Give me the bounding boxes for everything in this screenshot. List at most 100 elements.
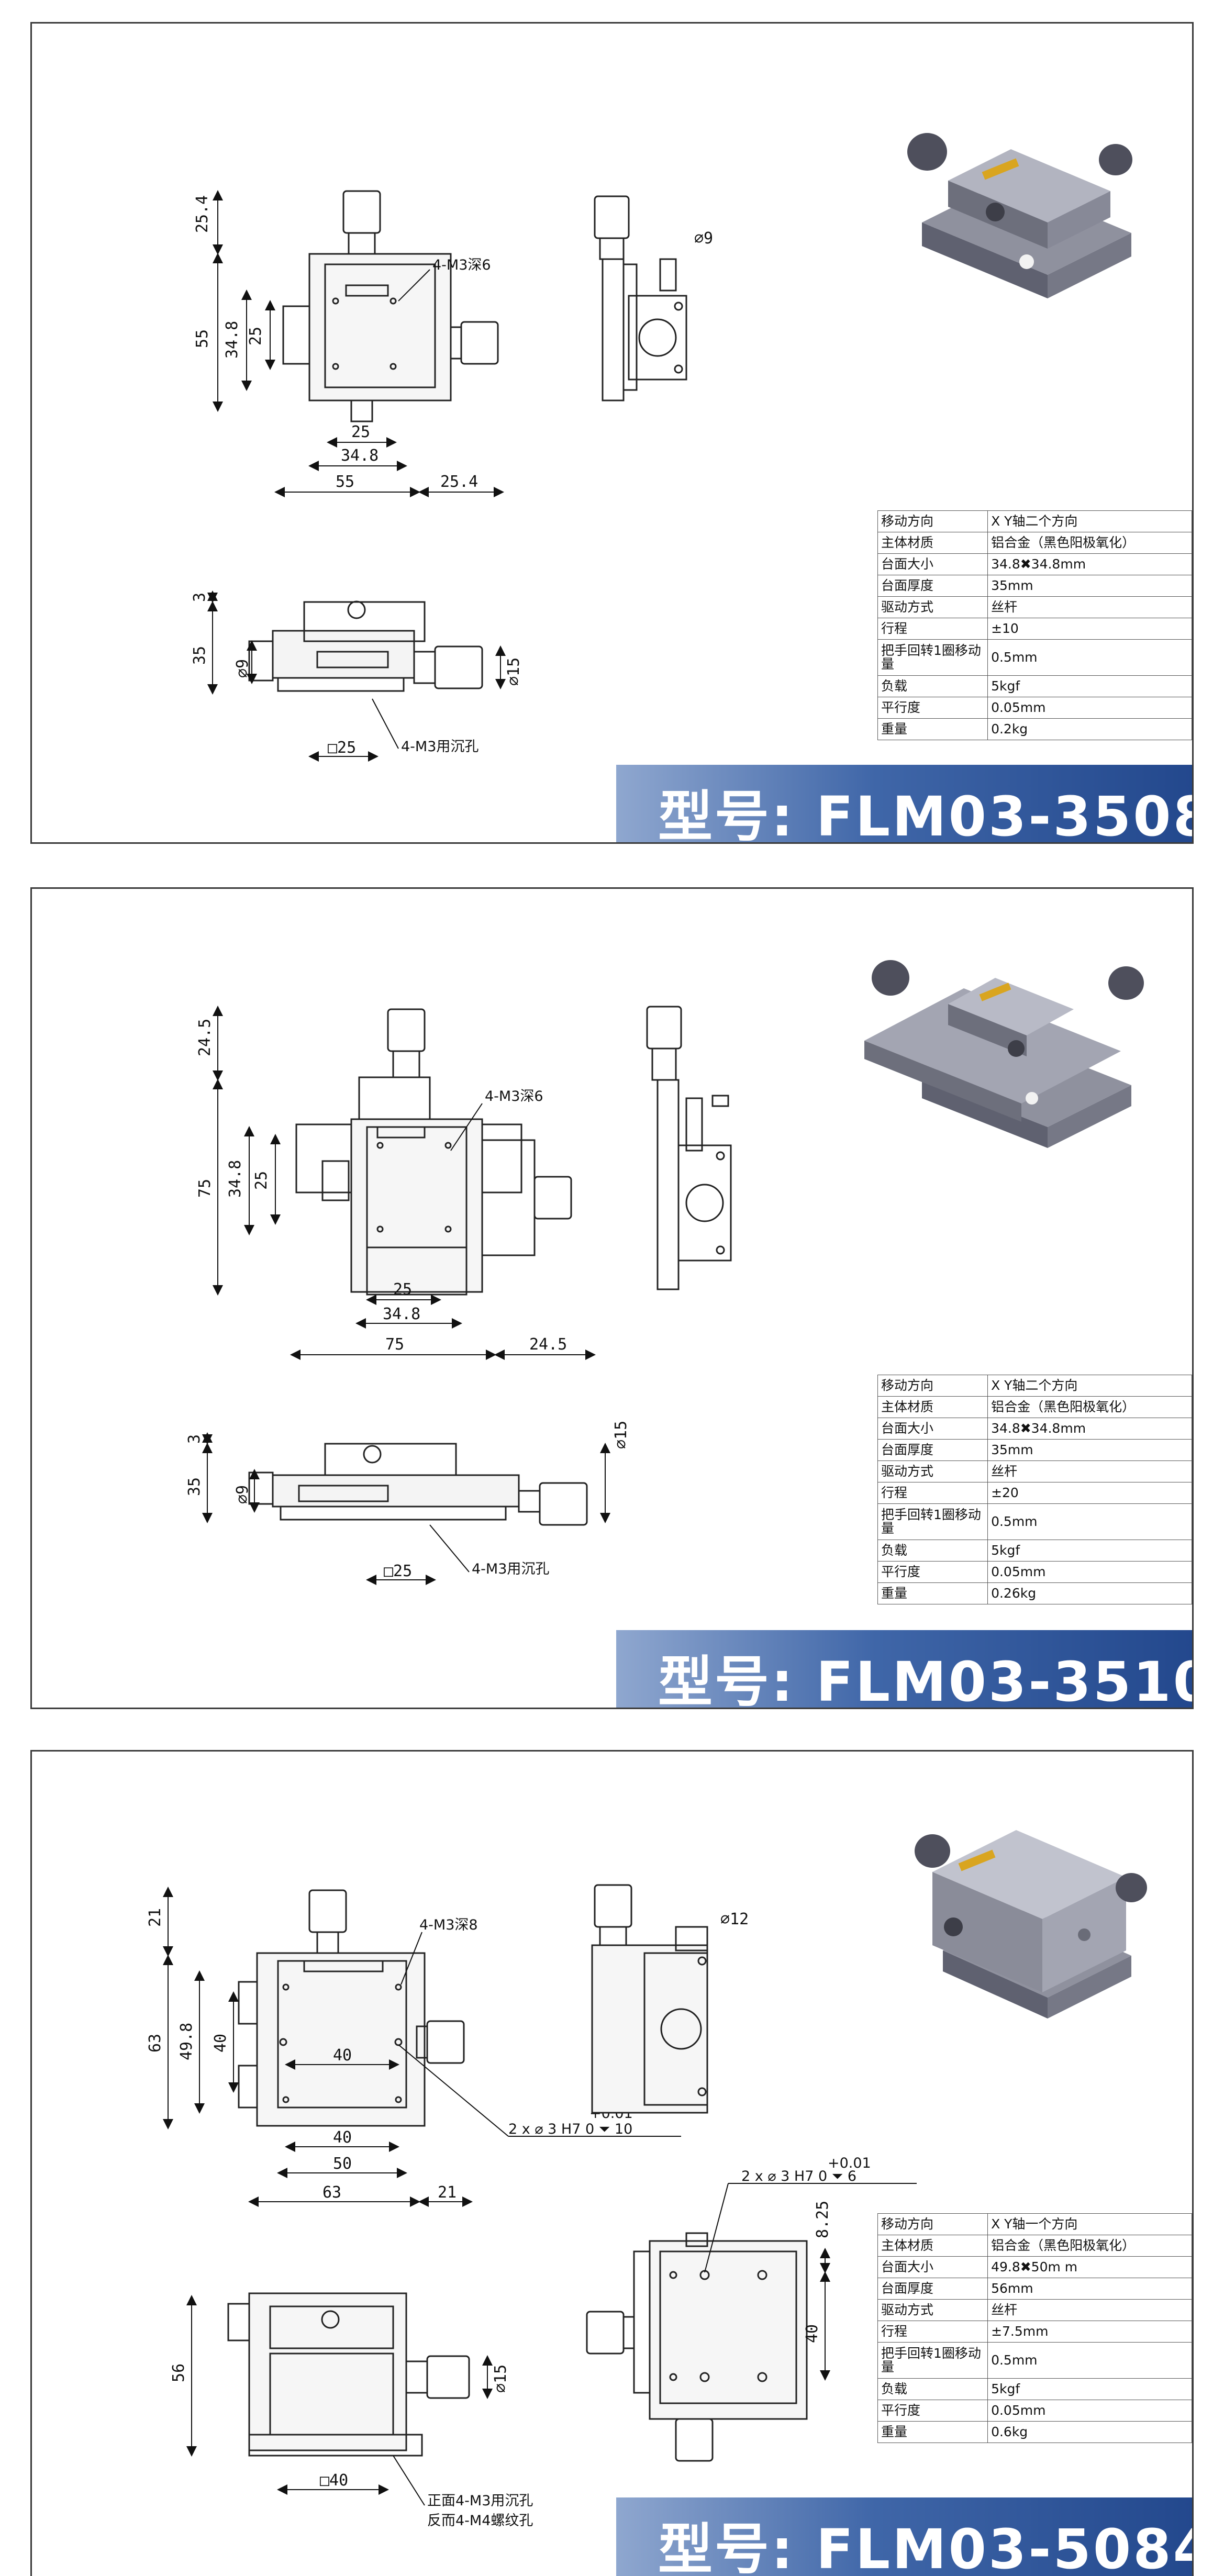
dim-square: □25 (328, 739, 356, 757)
spec-key: 重量 (877, 1582, 988, 1604)
spec-key: 平行度 (877, 1561, 988, 1583)
dim-inner-height: 34.8 (223, 321, 241, 359)
spec-key: 驱动方式 (877, 1460, 988, 1482)
dim-gap: 8.25 (814, 2201, 832, 2238)
bottom-view (248, 600, 483, 692)
spec-key: 移动方向 (877, 1375, 988, 1397)
spec-key: 平行度 (877, 2400, 988, 2422)
spec-value: 35mm (987, 1439, 1192, 1461)
spec-value: 35mm (987, 575, 1192, 597)
dim-knob-width: 25.4 (440, 473, 478, 491)
spec-key: 把手回转1圈移动量 (877, 1503, 988, 1540)
dim-inner-height: 49.8 (177, 2023, 196, 2060)
side-view (591, 1884, 708, 2114)
front-view (295, 1008, 572, 1296)
dim-side-dia: ⌀9 (233, 1485, 252, 1504)
dim-table-width: 34.8 (341, 447, 379, 465)
spec-key: 行程 (877, 618, 988, 640)
dim-square: □40 (320, 2471, 348, 2490)
dim-height: 35 (185, 1477, 204, 1496)
dim-knob-width: 24.5 (529, 1335, 567, 1354)
spec-row: 驱动方式丝杆 (877, 1460, 1192, 1482)
spec-value: X Y轴二个方向 (987, 510, 1192, 532)
spec-key: 重量 (877, 2421, 988, 2443)
dim-hole-height: 25 (252, 1171, 271, 1190)
spec-key: 台面厚度 (877, 575, 988, 597)
front-view (238, 1889, 465, 2127)
spec-value: ±20 (987, 1482, 1192, 1504)
model-banner-1: 型号: FLM03-3508 (616, 765, 1192, 842)
spec-key: 把手回转1圈移动量 (877, 2342, 988, 2379)
dim-knob-height: 21 (146, 1908, 164, 1927)
spec-row: 主体材质铝合金（黑色阳极氧化） (877, 2235, 1192, 2257)
dim-overall-width: 63 (322, 2183, 341, 2202)
dim-knob-dia: ⌀9 (694, 229, 713, 248)
spec-value: 0.5mm (987, 639, 1192, 676)
spec-value: 铝合金（黑色阳极氧化） (987, 1396, 1192, 1418)
model-banner-3: 型号: FLM03-5084 (616, 2497, 1192, 2576)
spec-value: 5kgf (987, 675, 1192, 697)
model-title: 型号: FLM03-35100 (658, 1650, 1194, 1709)
spec-value: 铝合金（黑色阳极氧化） (987, 2235, 1192, 2257)
model-title: 型号: FLM03-3508 (658, 785, 1194, 844)
product-panel-3: 21 63 49.8 40 40 40 50 63 21 4-M3深8 +0.0… (30, 1750, 1194, 2576)
dim-knob-dia-side: ⌀15 (505, 657, 523, 686)
spec-value: 0.5mm (987, 1503, 1192, 1540)
spec-key: 重量 (877, 718, 988, 740)
spec-row: 行程±7.5mm (877, 2321, 1192, 2343)
technical-drawing-2: 24.5 75 34.8 25 25 34.8 75 24.5 4-M3深6 (185, 1006, 732, 1585)
spec-value: ±10 (987, 618, 1192, 640)
front-view (282, 190, 499, 422)
side-view (646, 1006, 732, 1290)
pin-callout-1: 2 x ⌀ 3 H7 0 ⏷ 10 (508, 2121, 632, 2137)
dim-height: 56 (170, 2363, 188, 2382)
dim-knob-dia-side: ⌀15 (612, 1421, 630, 1449)
spec-value: 铝合金（黑色阳极氧化） (987, 532, 1192, 554)
spec-key: 主体材质 (877, 532, 988, 554)
dim-overall-height: 63 (146, 2034, 164, 2053)
spec-value: ±7.5mm (987, 2321, 1192, 2343)
dim-overall-height: 55 (193, 329, 212, 348)
dim-knob-dia: ⌀12 (720, 1910, 749, 1928)
spec-value: 34.8✖34.8mm (987, 553, 1192, 575)
dim-overall-width: 75 (385, 1335, 404, 1354)
side-view (594, 195, 687, 402)
counterbore-note-front: 正面4-M3用沉孔 (427, 2493, 533, 2509)
spec-value: 丝杆 (987, 596, 1192, 618)
product-render-3 (915, 1830, 1147, 2019)
spec-row: 行程±20 (877, 1482, 1192, 1504)
spec-value: 5kgf (987, 2378, 1192, 2400)
spec-key: 负载 (877, 675, 988, 697)
dim-hole-width: 25 (393, 1280, 412, 1299)
spec-value: 34.8✖34.8mm (987, 1418, 1192, 1440)
spec-value: 0.2kg (987, 718, 1192, 740)
dim-hole-height: 40 (212, 2034, 230, 2053)
model-title: 型号: FLM03-5084 (658, 2517, 1194, 2576)
bottom-view (227, 2292, 470, 2457)
dim-hole-height: 25 (247, 327, 265, 345)
dim-hole-vertical: 40 (803, 2324, 821, 2343)
dim-table-width: 34.8 (383, 1305, 420, 1323)
bottom-view (248, 1443, 588, 1526)
dim-knob-height: 24.5 (196, 1019, 214, 1056)
dim-top-gap: 3 (185, 1434, 204, 1444)
spec-value: 49.8✖50m m (987, 2256, 1192, 2278)
spec-key: 驱动方式 (877, 2299, 988, 2321)
